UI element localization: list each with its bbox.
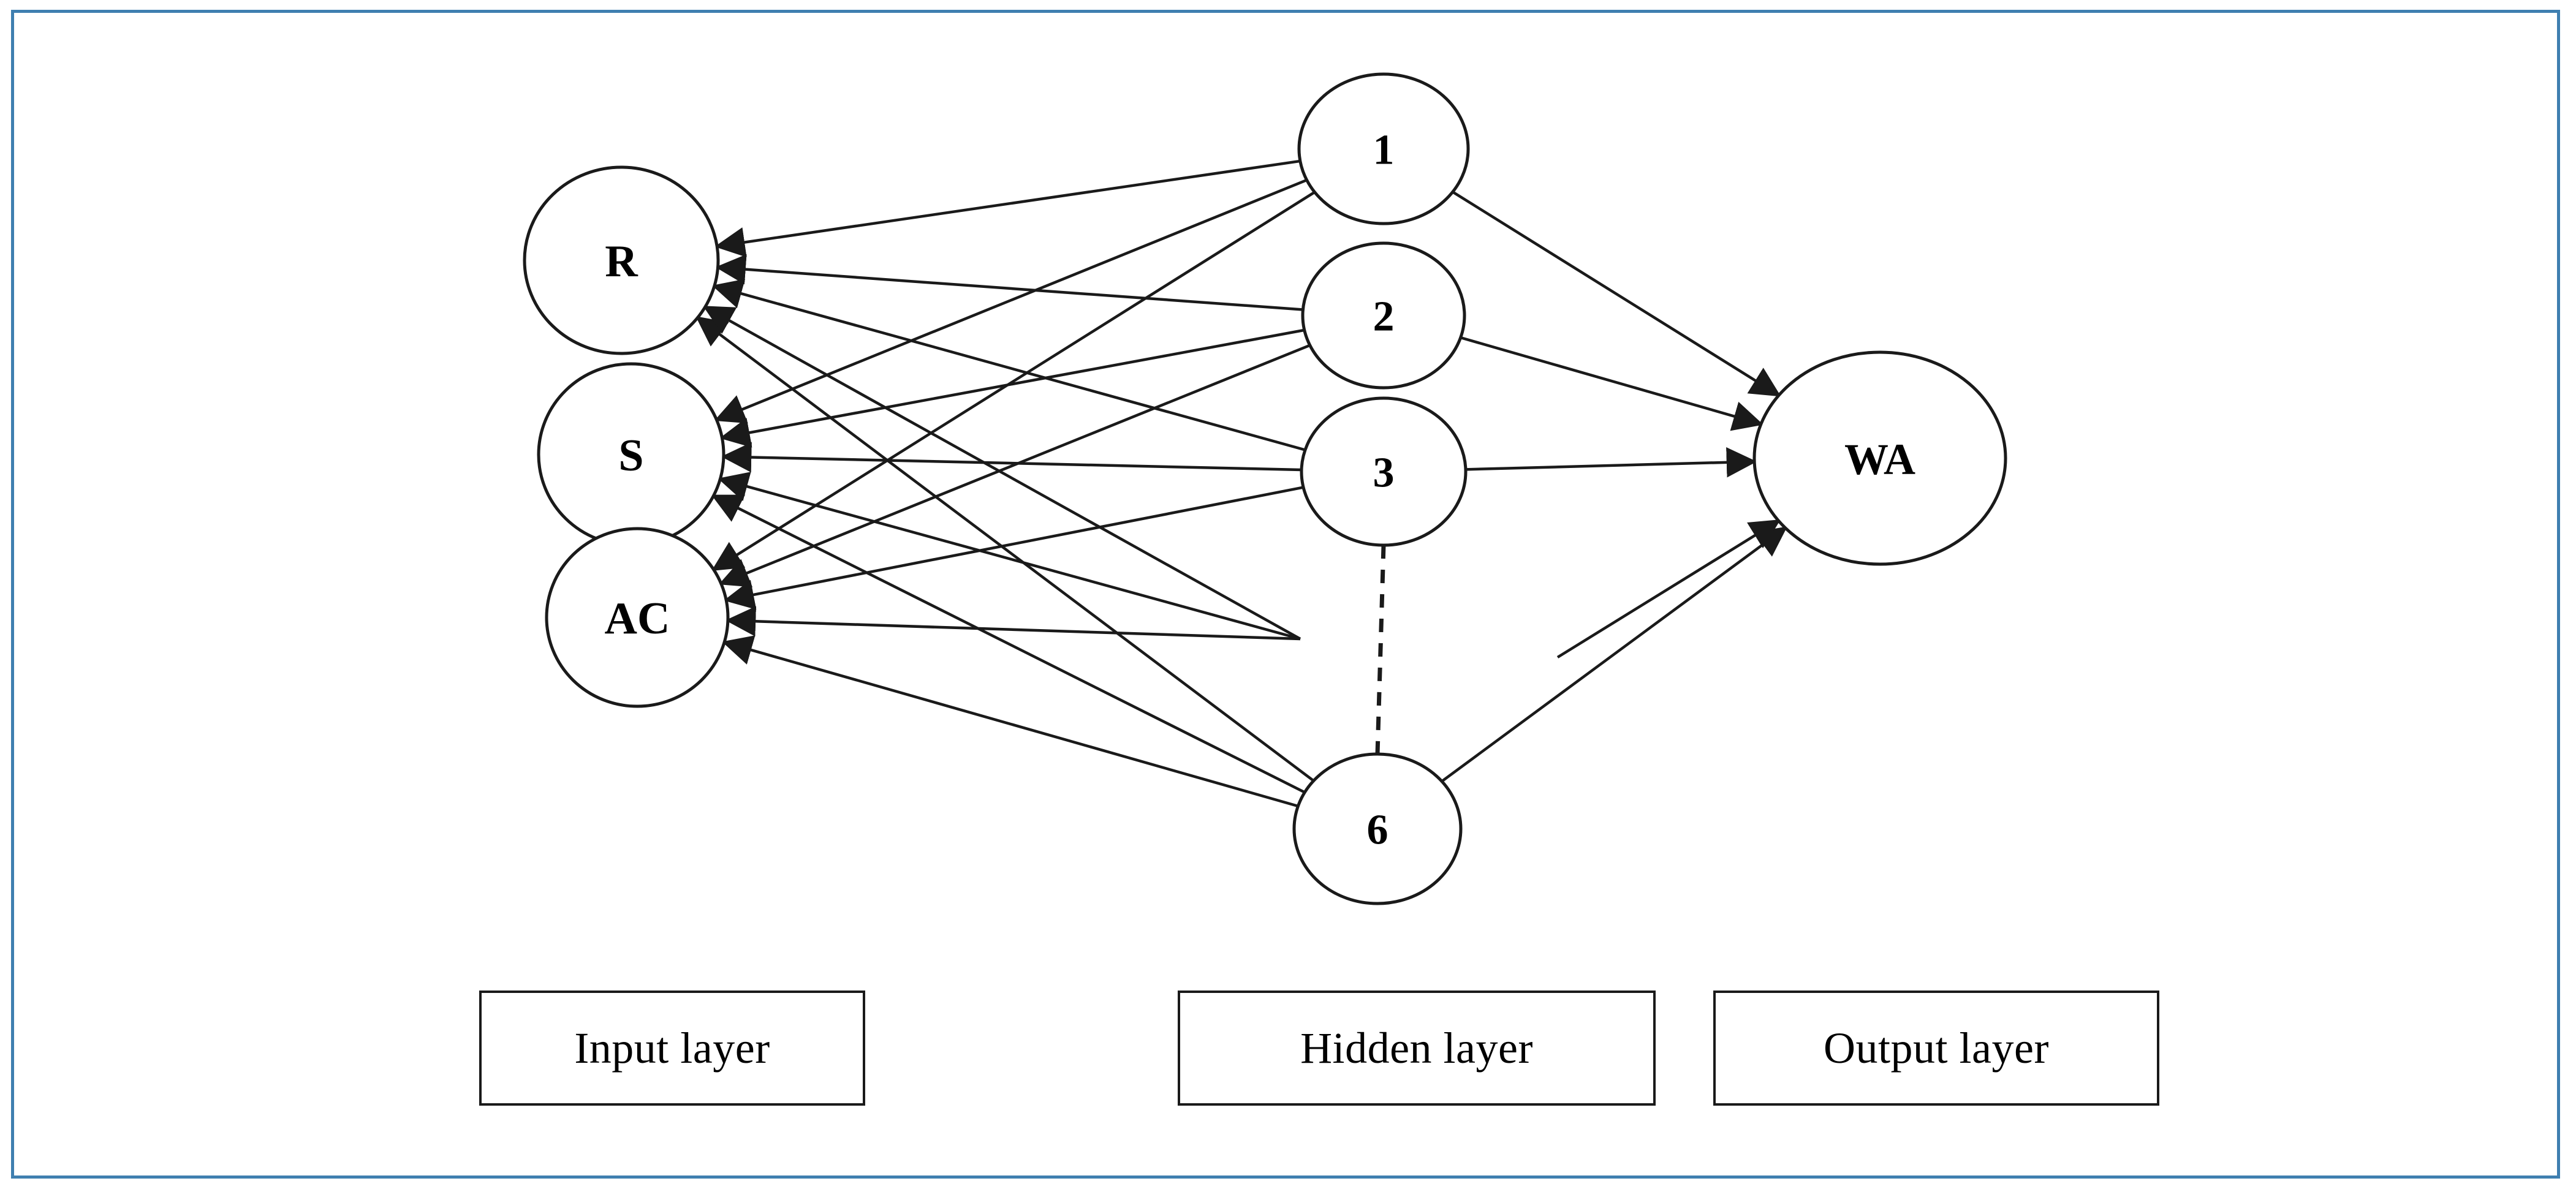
input-node-shape-R	[523, 165, 720, 355]
hidden-node-label-h2: 2	[1373, 293, 1395, 341]
hidden-node-label-h1: 1	[1373, 127, 1395, 174]
edge-group-hidden-to-output	[1441, 191, 1787, 783]
edge-h2-to-WA	[1460, 336, 1763, 431]
edge-h6-to-WA	[1441, 526, 1787, 783]
edge-group-input-to-hidden	[695, 159, 1316, 808]
hidden-node-h6[interactable]: 6	[1292, 752, 1463, 905]
legend-box-output-layer[interactable]: Output layer	[1713, 991, 2159, 1106]
edge-R-to-h3	[711, 279, 1306, 451]
input-node-shape-AC	[545, 527, 730, 708]
hidden-node-shape-h6	[1292, 752, 1463, 905]
hidden-node-h2[interactable]: 2	[1301, 241, 1466, 390]
edge-S-to-h6	[711, 494, 1306, 794]
hidden-node-shape-h1	[1297, 72, 1470, 225]
edge-AC-to-h1	[711, 191, 1316, 571]
dashed-ellipsis-line	[1375, 545, 1386, 755]
figure-outer-border	[11, 10, 2560, 1179]
edge-S-to-phantom	[718, 472, 1301, 641]
edge-AC-to-h3	[724, 486, 1304, 610]
edge-R-to-phantom	[703, 306, 1301, 640]
legend-box-input-layer[interactable]: Input layer	[479, 991, 865, 1106]
legend-label-hidden-layer: Hidden layer	[1300, 1023, 1533, 1073]
edge-AC-to-h2	[718, 344, 1311, 587]
hidden-node-h3[interactable]: 3	[1300, 396, 1468, 547]
edge-h3-to-WA	[1465, 447, 1757, 478]
input-node-S[interactable]: S	[537, 362, 725, 547]
edge-S-to-h3	[721, 442, 1302, 473]
node-group: R S AC 1 2 3 6 WA	[523, 72, 2007, 905]
legend-label-input-layer: Input layer	[574, 1023, 770, 1073]
edge-R-to-h6	[695, 316, 1315, 782]
edge-phantom-to-WA	[1556, 519, 1781, 658]
edge-S-to-h1	[714, 178, 1308, 424]
hidden-node-label-h6: 6	[1367, 807, 1388, 854]
edge-AC-to-phantom	[725, 606, 1301, 641]
output-node-WA[interactable]: WA	[1752, 350, 2007, 566]
hidden-node-label-h3: 3	[1373, 450, 1395, 497]
input-node-label-S: S	[618, 431, 643, 481]
hidden-node-shape-h2	[1301, 241, 1466, 390]
edge-AC-to-h6	[722, 635, 1299, 808]
input-node-AC[interactable]: AC	[545, 527, 730, 708]
edge-R-to-h1	[714, 159, 1301, 258]
legend-box-hidden-layer[interactable]: Hidden layer	[1178, 991, 1656, 1106]
output-node-shape-WA	[1752, 350, 2007, 566]
hidden-node-shape-h3	[1300, 396, 1468, 547]
output-node-label-WA: WA	[1844, 435, 1915, 484]
edge-S-to-h2	[719, 328, 1305, 448]
input-node-label-AC: AC	[605, 594, 670, 644]
input-node-R[interactable]: R	[523, 165, 720, 355]
hidden-node-h1[interactable]: 1	[1297, 72, 1470, 225]
edge-hidden-ellipsis-dashed	[1375, 545, 1386, 755]
input-node-label-R: R	[605, 236, 638, 287]
legend-label-output-layer: Output layer	[1824, 1023, 2049, 1073]
edge-h1-to-WA	[1452, 191, 1781, 397]
edge-R-to-h2	[715, 254, 1303, 311]
